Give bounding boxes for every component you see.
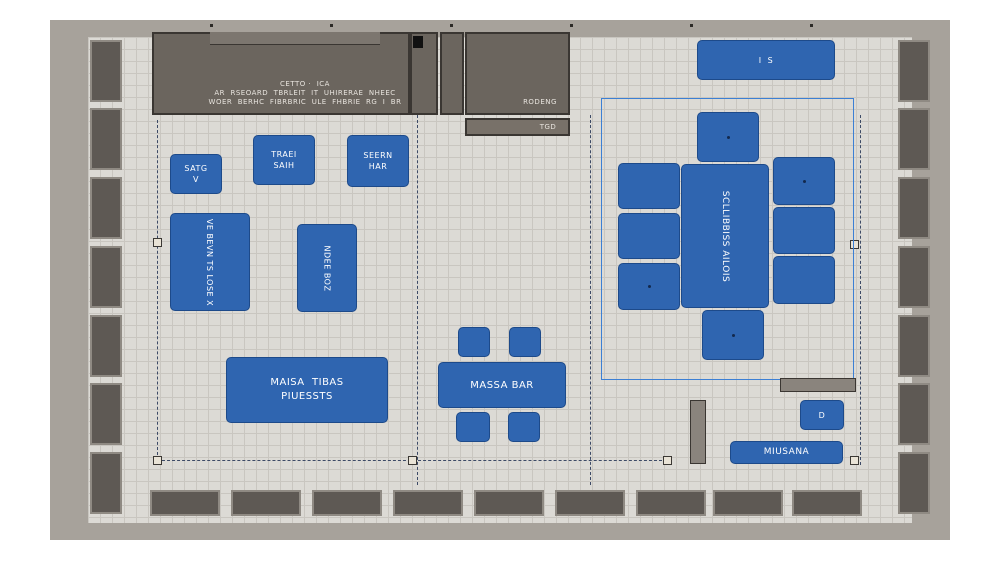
table-massa-4[interactable] bbox=[508, 412, 540, 442]
booth-marker-dot bbox=[802, 179, 806, 183]
planter-left-4 bbox=[90, 246, 122, 308]
booth-label: D bbox=[818, 410, 826, 420]
booth-label: MAISA TIBAS PIUESSTS bbox=[270, 377, 344, 402]
booth-label: MIUSANA bbox=[763, 447, 810, 457]
booth-marker-dot bbox=[731, 333, 735, 337]
booth-miusana[interactable]: MIUSANA bbox=[730, 441, 843, 464]
booth-satg[interactable]: SATG V bbox=[170, 154, 222, 194]
marker-1 bbox=[153, 238, 162, 247]
planter-bottom-7 bbox=[636, 490, 706, 516]
booth-label: MASSA BAR bbox=[470, 379, 534, 391]
booth-label: NDEE BOZ bbox=[322, 245, 332, 291]
main-building-label: CETTO · ICA AR RSEOARD TBRLEIT IT UHIRER… bbox=[208, 80, 402, 106]
zone-booth-left-1[interactable] bbox=[618, 163, 680, 209]
side-building-label-a: RODENG bbox=[523, 98, 557, 106]
side-building bbox=[465, 32, 570, 115]
table-massa-1[interactable] bbox=[458, 327, 490, 357]
planter-bottom-1 bbox=[150, 490, 220, 516]
booth-maisa-tibas[interactable]: MAISA TIBAS PIUESSTS bbox=[226, 357, 388, 423]
planter-left-1 bbox=[90, 40, 122, 102]
booth-vebevn[interactable]: VE BEVN TS LOSE X bbox=[170, 213, 250, 311]
booth-marker-dot bbox=[726, 135, 730, 139]
booth-top-right[interactable]: I S bbox=[697, 40, 835, 80]
corridor-opening bbox=[413, 36, 423, 48]
planter-right-2 bbox=[898, 108, 930, 170]
planter-bottom-6 bbox=[555, 490, 625, 516]
zone-booth-left-2[interactable] bbox=[618, 213, 680, 259]
side-building-annex bbox=[465, 118, 570, 136]
booth-label: SCLLIBBISS AILOIS bbox=[720, 190, 731, 282]
planter-left-5 bbox=[90, 315, 122, 377]
booth-massa-bar[interactable]: MASSA BAR bbox=[438, 362, 566, 408]
booth-small-right[interactable]: D bbox=[800, 400, 844, 430]
marker-5 bbox=[850, 456, 859, 465]
booth-traei[interactable]: TRAEI SAIH bbox=[253, 135, 315, 185]
planter-right-4 bbox=[898, 246, 930, 308]
planter-bottom-3 bbox=[312, 490, 382, 516]
zone-booth-left-3[interactable] bbox=[618, 263, 680, 310]
planter-left-3 bbox=[90, 177, 122, 239]
floor-plan: CETTO · ICA AR RSEOARD TBRLEIT IT UHIRER… bbox=[50, 20, 950, 540]
planter-right-7 bbox=[898, 452, 930, 514]
booth-label: TRAEI SAIH bbox=[271, 150, 297, 170]
booth-label: VE BEVN TS LOSE X bbox=[205, 218, 215, 306]
guide-line-v3 bbox=[590, 115, 591, 485]
zone-booth-right-2[interactable] bbox=[773, 207, 835, 254]
zone-booth-top[interactable] bbox=[697, 112, 759, 162]
planter-right-1 bbox=[898, 40, 930, 102]
planter-bottom-8 bbox=[713, 490, 783, 516]
post bbox=[690, 24, 693, 27]
corridor-building-1 bbox=[410, 32, 438, 115]
marker-3 bbox=[408, 456, 417, 465]
post bbox=[810, 24, 813, 27]
post bbox=[330, 24, 333, 27]
planter-bottom-5 bbox=[474, 490, 544, 516]
booth-label: SATG V bbox=[184, 164, 208, 184]
zone-booth-right-1[interactable] bbox=[773, 157, 835, 205]
marker-2 bbox=[153, 456, 162, 465]
planter-right-3 bbox=[898, 177, 930, 239]
side-building-label-b: TGD bbox=[539, 123, 557, 131]
planter-bottom-4 bbox=[393, 490, 463, 516]
zone-booth-right-3[interactable] bbox=[773, 256, 835, 304]
planter-left-6 bbox=[90, 383, 122, 445]
post bbox=[450, 24, 453, 27]
zone-booth-bottom[interactable] bbox=[702, 310, 764, 360]
post bbox=[210, 24, 213, 27]
guide-line-v4 bbox=[860, 115, 861, 465]
pillar bbox=[690, 400, 706, 464]
planter-right-5 bbox=[898, 315, 930, 377]
bench bbox=[780, 378, 856, 392]
booth-seern[interactable]: SEERN HAR bbox=[347, 135, 409, 187]
booth-ndeeboz[interactable]: NDEE BOZ bbox=[297, 224, 357, 312]
guide-line-v1 bbox=[157, 120, 158, 460]
planter-left-2 bbox=[90, 108, 122, 170]
table-massa-3[interactable] bbox=[456, 412, 490, 442]
table-massa-2[interactable] bbox=[509, 327, 541, 357]
corridor-building-2 bbox=[440, 32, 464, 115]
marker-4 bbox=[663, 456, 672, 465]
planter-right-6 bbox=[898, 383, 930, 445]
post bbox=[570, 24, 573, 27]
planter-left-7 bbox=[90, 452, 122, 514]
booth-marker-dot bbox=[647, 285, 651, 288]
booth-label: SEERN HAR bbox=[363, 151, 393, 171]
guide-line-v2 bbox=[417, 115, 418, 485]
main-building bbox=[152, 32, 410, 115]
planter-bottom-9 bbox=[792, 490, 862, 516]
main-building-notch bbox=[210, 32, 380, 45]
planter-bottom-2 bbox=[231, 490, 301, 516]
marker-6 bbox=[850, 240, 859, 249]
highlight-zone[interactable] bbox=[601, 98, 854, 380]
zone-booth-center[interactable]: SCLLIBBISS AILOIS bbox=[681, 164, 769, 308]
booth-label: I S bbox=[758, 55, 774, 65]
